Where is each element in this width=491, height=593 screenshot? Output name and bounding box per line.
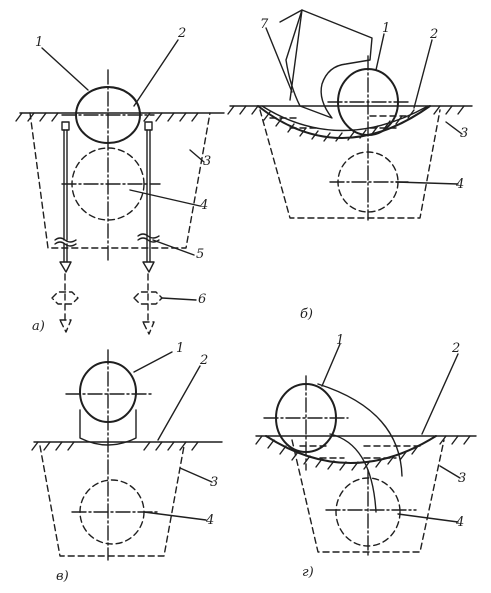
panel-c-letter: в) xyxy=(56,569,69,584)
callout-b-3: 3 xyxy=(460,126,468,141)
water-level-lines xyxy=(299,445,421,459)
water-filled-pit xyxy=(257,105,431,139)
panel-c: 1 2 3 4 в) xyxy=(31,341,223,584)
dredger-bucket xyxy=(285,9,373,119)
callout-b-2: 2 xyxy=(429,27,438,42)
water-filled-pit xyxy=(265,435,437,464)
left-anchor-lowered xyxy=(51,273,79,333)
left-anchor-rod xyxy=(54,121,77,273)
panel-c-leaders xyxy=(133,351,213,521)
callout-d-4: 4 xyxy=(455,515,464,530)
panel-a-letter: а) xyxy=(32,319,45,334)
trench-outline xyxy=(259,109,441,219)
panel-b-leaders xyxy=(265,27,463,185)
callout-a-6: 6 xyxy=(198,292,206,307)
water-level-lines xyxy=(269,115,411,129)
callout-a-5: 5 xyxy=(196,247,204,262)
callout-b-1: 1 xyxy=(382,21,390,36)
trench-outline xyxy=(291,439,445,553)
callout-d-2: 2 xyxy=(451,341,460,356)
panel-d-letter: г) xyxy=(302,565,314,580)
slurry-surface xyxy=(261,105,429,132)
trench-outline xyxy=(39,445,185,557)
panel-d-leaders xyxy=(321,343,461,523)
callout-b-4: 4 xyxy=(455,177,464,192)
ground-hatching xyxy=(31,441,199,451)
panel-a-leaders xyxy=(41,39,205,301)
callout-a-1: 1 xyxy=(35,35,43,50)
panel-b-letter: б) xyxy=(300,307,313,322)
callout-c-3: 3 xyxy=(210,475,218,490)
ground-hatching xyxy=(255,435,471,471)
callout-c-4: 4 xyxy=(205,513,214,528)
callout-d-1: 1 xyxy=(336,333,344,348)
callout-c-1: 1 xyxy=(176,341,184,356)
pipe-swing-arc xyxy=(317,383,403,477)
ground-hatching xyxy=(15,112,199,122)
right-anchor-lowered xyxy=(133,273,163,335)
pipe-inner-arc xyxy=(329,433,377,513)
panel-d: 1 2 3 4 г) xyxy=(255,333,477,580)
callout-c-2: 2 xyxy=(199,353,208,368)
callout-a-4: 4 xyxy=(199,198,208,213)
panel-b: 7 1 2 3 4 б) xyxy=(227,9,473,322)
callout-a-2: 2 xyxy=(177,26,186,41)
trench-outline xyxy=(29,112,211,249)
callout-d-3: 3 xyxy=(458,471,466,486)
callout-b-7: 7 xyxy=(260,17,269,32)
callout-a-3: 3 xyxy=(203,154,211,169)
panel-a: 1 2 3 4 5 6 а) xyxy=(15,26,225,335)
dredger-arm xyxy=(279,9,303,101)
